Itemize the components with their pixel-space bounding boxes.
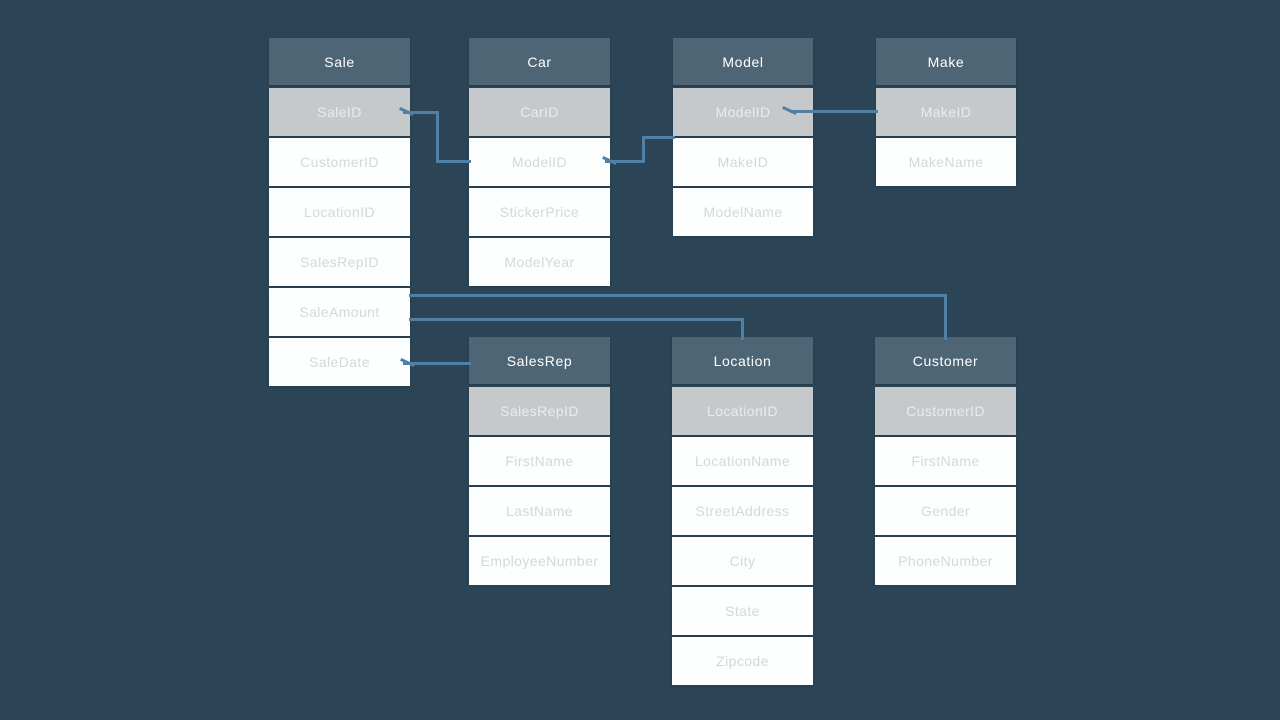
- field-row-lastname: LastName: [469, 487, 610, 535]
- field-row-makeid: MakeID: [673, 138, 813, 186]
- table-title-make: Make: [876, 38, 1016, 85]
- field-row-salesrepid: SalesRepID: [269, 238, 410, 286]
- connector-car-modelid-to-model: [642, 136, 675, 139]
- field-row-makename: MakeName: [876, 138, 1016, 186]
- key-field-row-customerid: CustomerID: [875, 387, 1016, 435]
- field-row-modelname: ModelName: [673, 188, 813, 236]
- table-title-car: Car: [469, 38, 610, 85]
- connector-car-modelid-to-model: [605, 160, 645, 163]
- connector-car-modelid-to-model: [642, 136, 645, 163]
- connector-sale-to-location: [409, 318, 744, 321]
- field-row-streetaddress: StreetAddress: [672, 487, 813, 535]
- table-title-salesrep: SalesRep: [469, 337, 610, 384]
- field-row-locationid: LocationID: [269, 188, 410, 236]
- field-row-saledate: SaleDate: [269, 338, 410, 386]
- field-row-employeenumber: EmployeeNumber: [469, 537, 610, 585]
- field-row-locationname: LocationName: [672, 437, 813, 485]
- key-field-row-makeid: MakeID: [876, 88, 1016, 136]
- field-row-modelid: ModelID: [469, 138, 610, 186]
- key-field-row-salesrepid: SalesRepID: [469, 387, 610, 435]
- connector-sale-saleid-to-car-modelid: [436, 111, 439, 163]
- table-title-model: Model: [673, 38, 813, 85]
- field-row-city: City: [672, 537, 813, 585]
- field-row-state: State: [672, 587, 813, 635]
- key-field-row-locationid: LocationID: [672, 387, 813, 435]
- table-title-location: Location: [672, 337, 813, 384]
- connector-sale-saledate-to-salesrep: [403, 362, 471, 365]
- field-row-firstname: FirstName: [875, 437, 1016, 485]
- connector-sale-to-customer: [944, 294, 947, 340]
- field-row-modelyear: ModelYear: [469, 238, 610, 286]
- connector-sale-to-customer: [409, 294, 947, 297]
- field-row-customerid: CustomerID: [269, 138, 410, 186]
- key-field-row-carid: CarID: [469, 88, 610, 136]
- table-title-customer: Customer: [875, 337, 1016, 384]
- field-row-stickerprice: StickerPrice: [469, 188, 610, 236]
- field-row-saleamount: SaleAmount: [269, 288, 410, 336]
- connector-sale-saleid-to-car-modelid: [436, 160, 471, 163]
- key-field-row-saleid: SaleID: [269, 88, 410, 136]
- connector-make-makeid-to-model-modelid: [790, 110, 878, 113]
- table-title-sale: Sale: [269, 38, 410, 85]
- field-row-gender: Gender: [875, 487, 1016, 535]
- field-row-zipcode: Zipcode: [672, 637, 813, 685]
- field-row-firstname: FirstName: [469, 437, 610, 485]
- connector-sale-to-location: [741, 318, 744, 340]
- field-row-phonenumber: PhoneNumber: [875, 537, 1016, 585]
- connector-sale-saleid-to-car-modelid: [403, 111, 439, 114]
